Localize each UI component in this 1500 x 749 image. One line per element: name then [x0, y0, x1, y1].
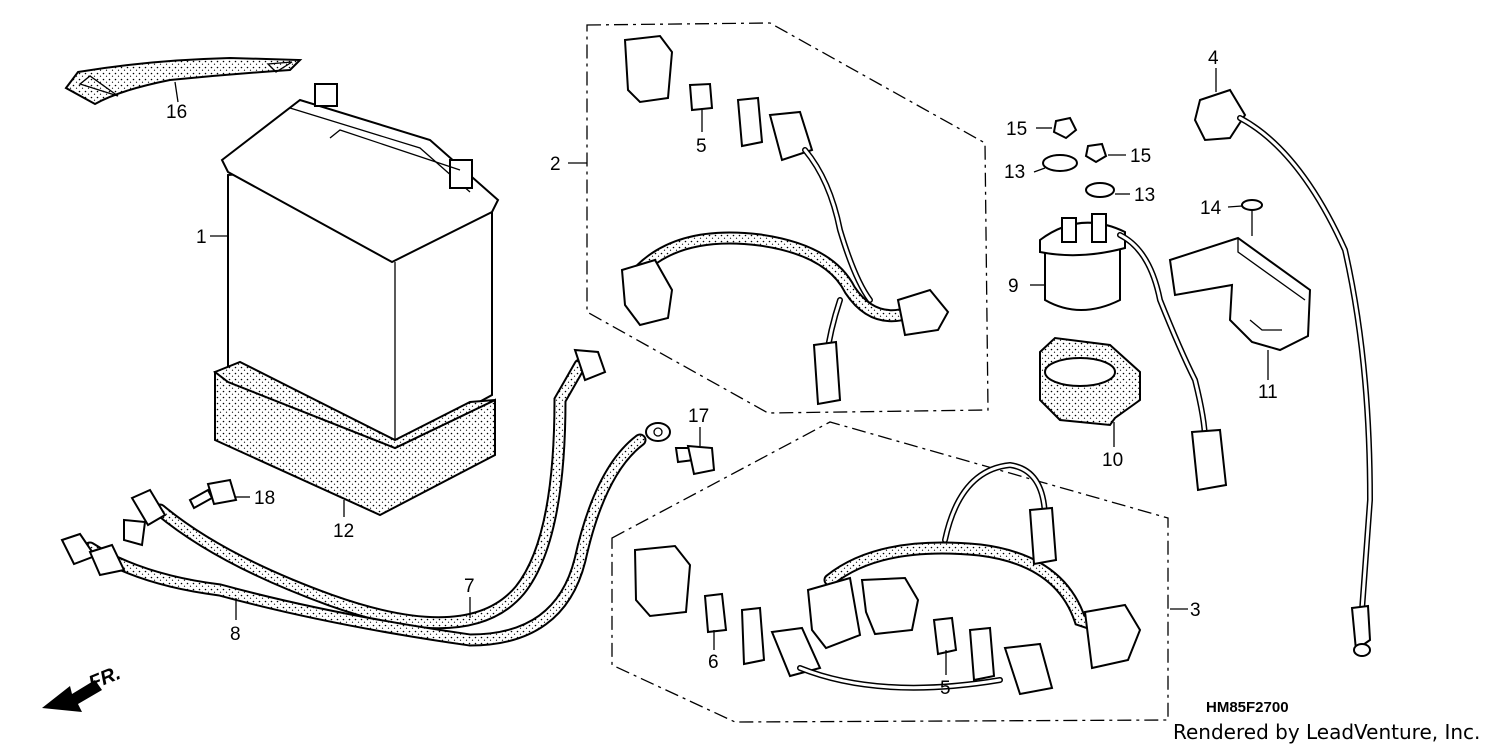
callout-4[interactable]: 4: [1208, 48, 1219, 69]
drawing-code: HM85F2700: [1206, 699, 1289, 716]
screw-14-part[interactable]: [1241, 199, 1263, 236]
callout-13-right[interactable]: 13: [1134, 185, 1155, 206]
front-direction-indicator: FR.: [42, 662, 124, 712]
positive-cable-part[interactable]: [123, 348, 607, 630]
washer-13-part[interactable]: [1042, 154, 1115, 198]
callout-3[interactable]: 3: [1190, 600, 1201, 621]
callout-15-right[interactable]: 15: [1130, 146, 1151, 167]
callout-labels: 1 2 3 4 5 5 6 7 8 9 10 11 12 13 13 14 15…: [166, 48, 1278, 699]
starter-relay-part[interactable]: [1039, 213, 1228, 492]
front-direction-label: FR.: [86, 662, 124, 694]
callout-6[interactable]: 6: [708, 652, 719, 673]
relay-bracket-part[interactable]: [1168, 236, 1312, 352]
callout-5-bottom[interactable]: 5: [940, 678, 951, 699]
relay-rubber-part[interactable]: [1039, 336, 1141, 427]
negative-cable-part[interactable]: [60, 422, 671, 647]
callout-11[interactable]: 11: [1258, 382, 1278, 403]
callout-2[interactable]: 2: [550, 154, 561, 175]
callout-17[interactable]: 17: [688, 406, 709, 427]
battery-case-part[interactable]: [212, 360, 496, 517]
callout-18[interactable]: 18: [254, 488, 275, 509]
callout-1[interactable]: 1: [196, 227, 207, 248]
callout-7[interactable]: 7: [464, 576, 475, 597]
callout-14[interactable]: 14: [1200, 198, 1222, 219]
render-credit: Rendered by LeadVenture, Inc.: [1173, 720, 1480, 744]
callout-13-left[interactable]: 13: [1004, 162, 1025, 183]
callout-15-left[interactable]: 15: [1006, 119, 1027, 140]
callout-8[interactable]: 8: [230, 624, 241, 645]
callout-12[interactable]: 12: [333, 521, 354, 542]
battery-strap-part[interactable]: [64, 56, 303, 106]
callout-16[interactable]: 16: [166, 102, 187, 123]
sub-harness-2-part[interactable]: [586, 22, 989, 414]
sub-harness-3-part[interactable]: [611, 421, 1169, 723]
starter-cable-part[interactable]: [1193, 88, 1374, 657]
front-arrow-icon: [42, 680, 102, 712]
callout-5-top[interactable]: 5: [696, 136, 707, 157]
nut-15-part[interactable]: [1052, 116, 1108, 164]
callout-10[interactable]: 10: [1102, 450, 1123, 471]
bolt-17-part[interactable]: [674, 444, 716, 476]
callout-9[interactable]: 9: [1008, 276, 1019, 297]
bolt-18-part[interactable]: [188, 478, 238, 510]
battery-part[interactable]: [220, 83, 500, 450]
leader-lines: [174, 68, 1269, 675]
